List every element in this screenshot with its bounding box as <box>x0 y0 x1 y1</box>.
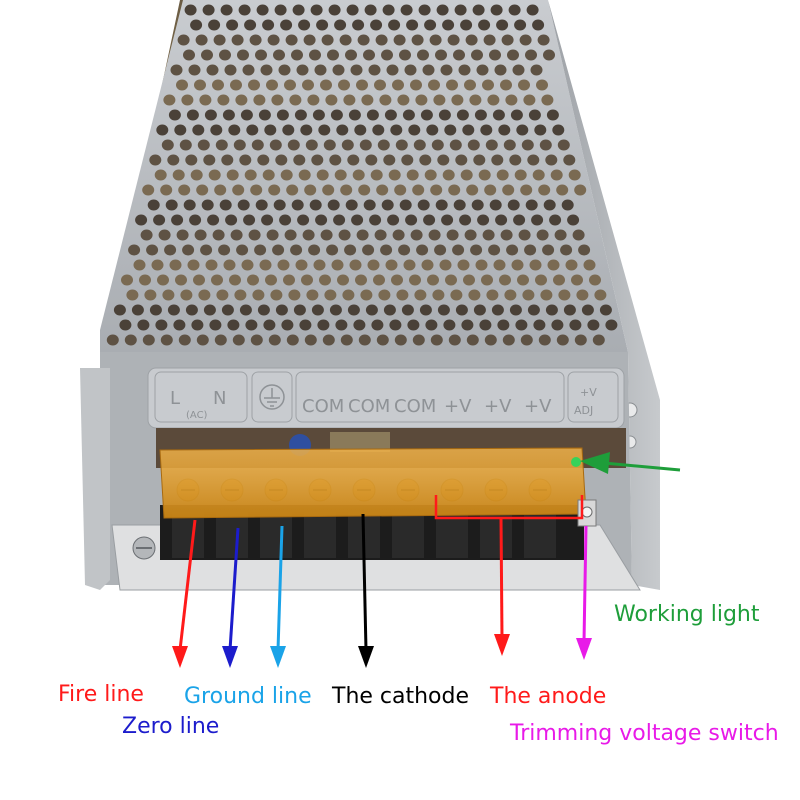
cathode-label: The cathode <box>332 684 470 709</box>
marking-com-1: COM <box>302 396 344 417</box>
zero-line-arrow <box>222 527 240 668</box>
working-light-label: Working light <box>614 602 760 627</box>
marking-v-plus-2: +V <box>484 396 512 417</box>
marking-adj-bottom: ADJ <box>574 404 593 417</box>
anode-arrow <box>494 517 510 656</box>
ground-symbol-icon <box>259 384 285 410</box>
fire-line-arrow <box>172 519 197 668</box>
marking-v-plus-3: +V <box>524 396 552 417</box>
marking-live: L <box>170 388 180 409</box>
marking-adj-top: +V <box>580 386 597 399</box>
callout-arrows <box>172 513 592 668</box>
trimming-switch-arrow <box>576 525 592 660</box>
led-indicator-icon <box>571 457 581 467</box>
zero-line-label: Zero line <box>122 714 220 739</box>
ground-line-arrow <box>270 525 286 668</box>
marking-ac: (AC) <box>186 410 208 421</box>
trimming-switch-label: Trimming voltage switch <box>510 721 779 746</box>
anode-bracket <box>434 495 584 520</box>
marking-v-plus-1: +V <box>444 396 472 417</box>
marking-neutral: N <box>213 388 226 409</box>
ventilation-holes <box>106 4 618 346</box>
working-light-arrow <box>580 452 681 474</box>
cathode-arrow <box>358 513 374 668</box>
adjust-potentiometer-icon[interactable] <box>577 499 597 527</box>
ground-line-label: Ground line <box>184 684 312 709</box>
fire-line-label: Fire line <box>58 682 144 707</box>
anode-label: The anode <box>490 684 607 709</box>
marking-com-3: COM <box>394 396 436 417</box>
marking-com-2: COM <box>348 396 390 417</box>
terminal-cover <box>159 447 587 519</box>
